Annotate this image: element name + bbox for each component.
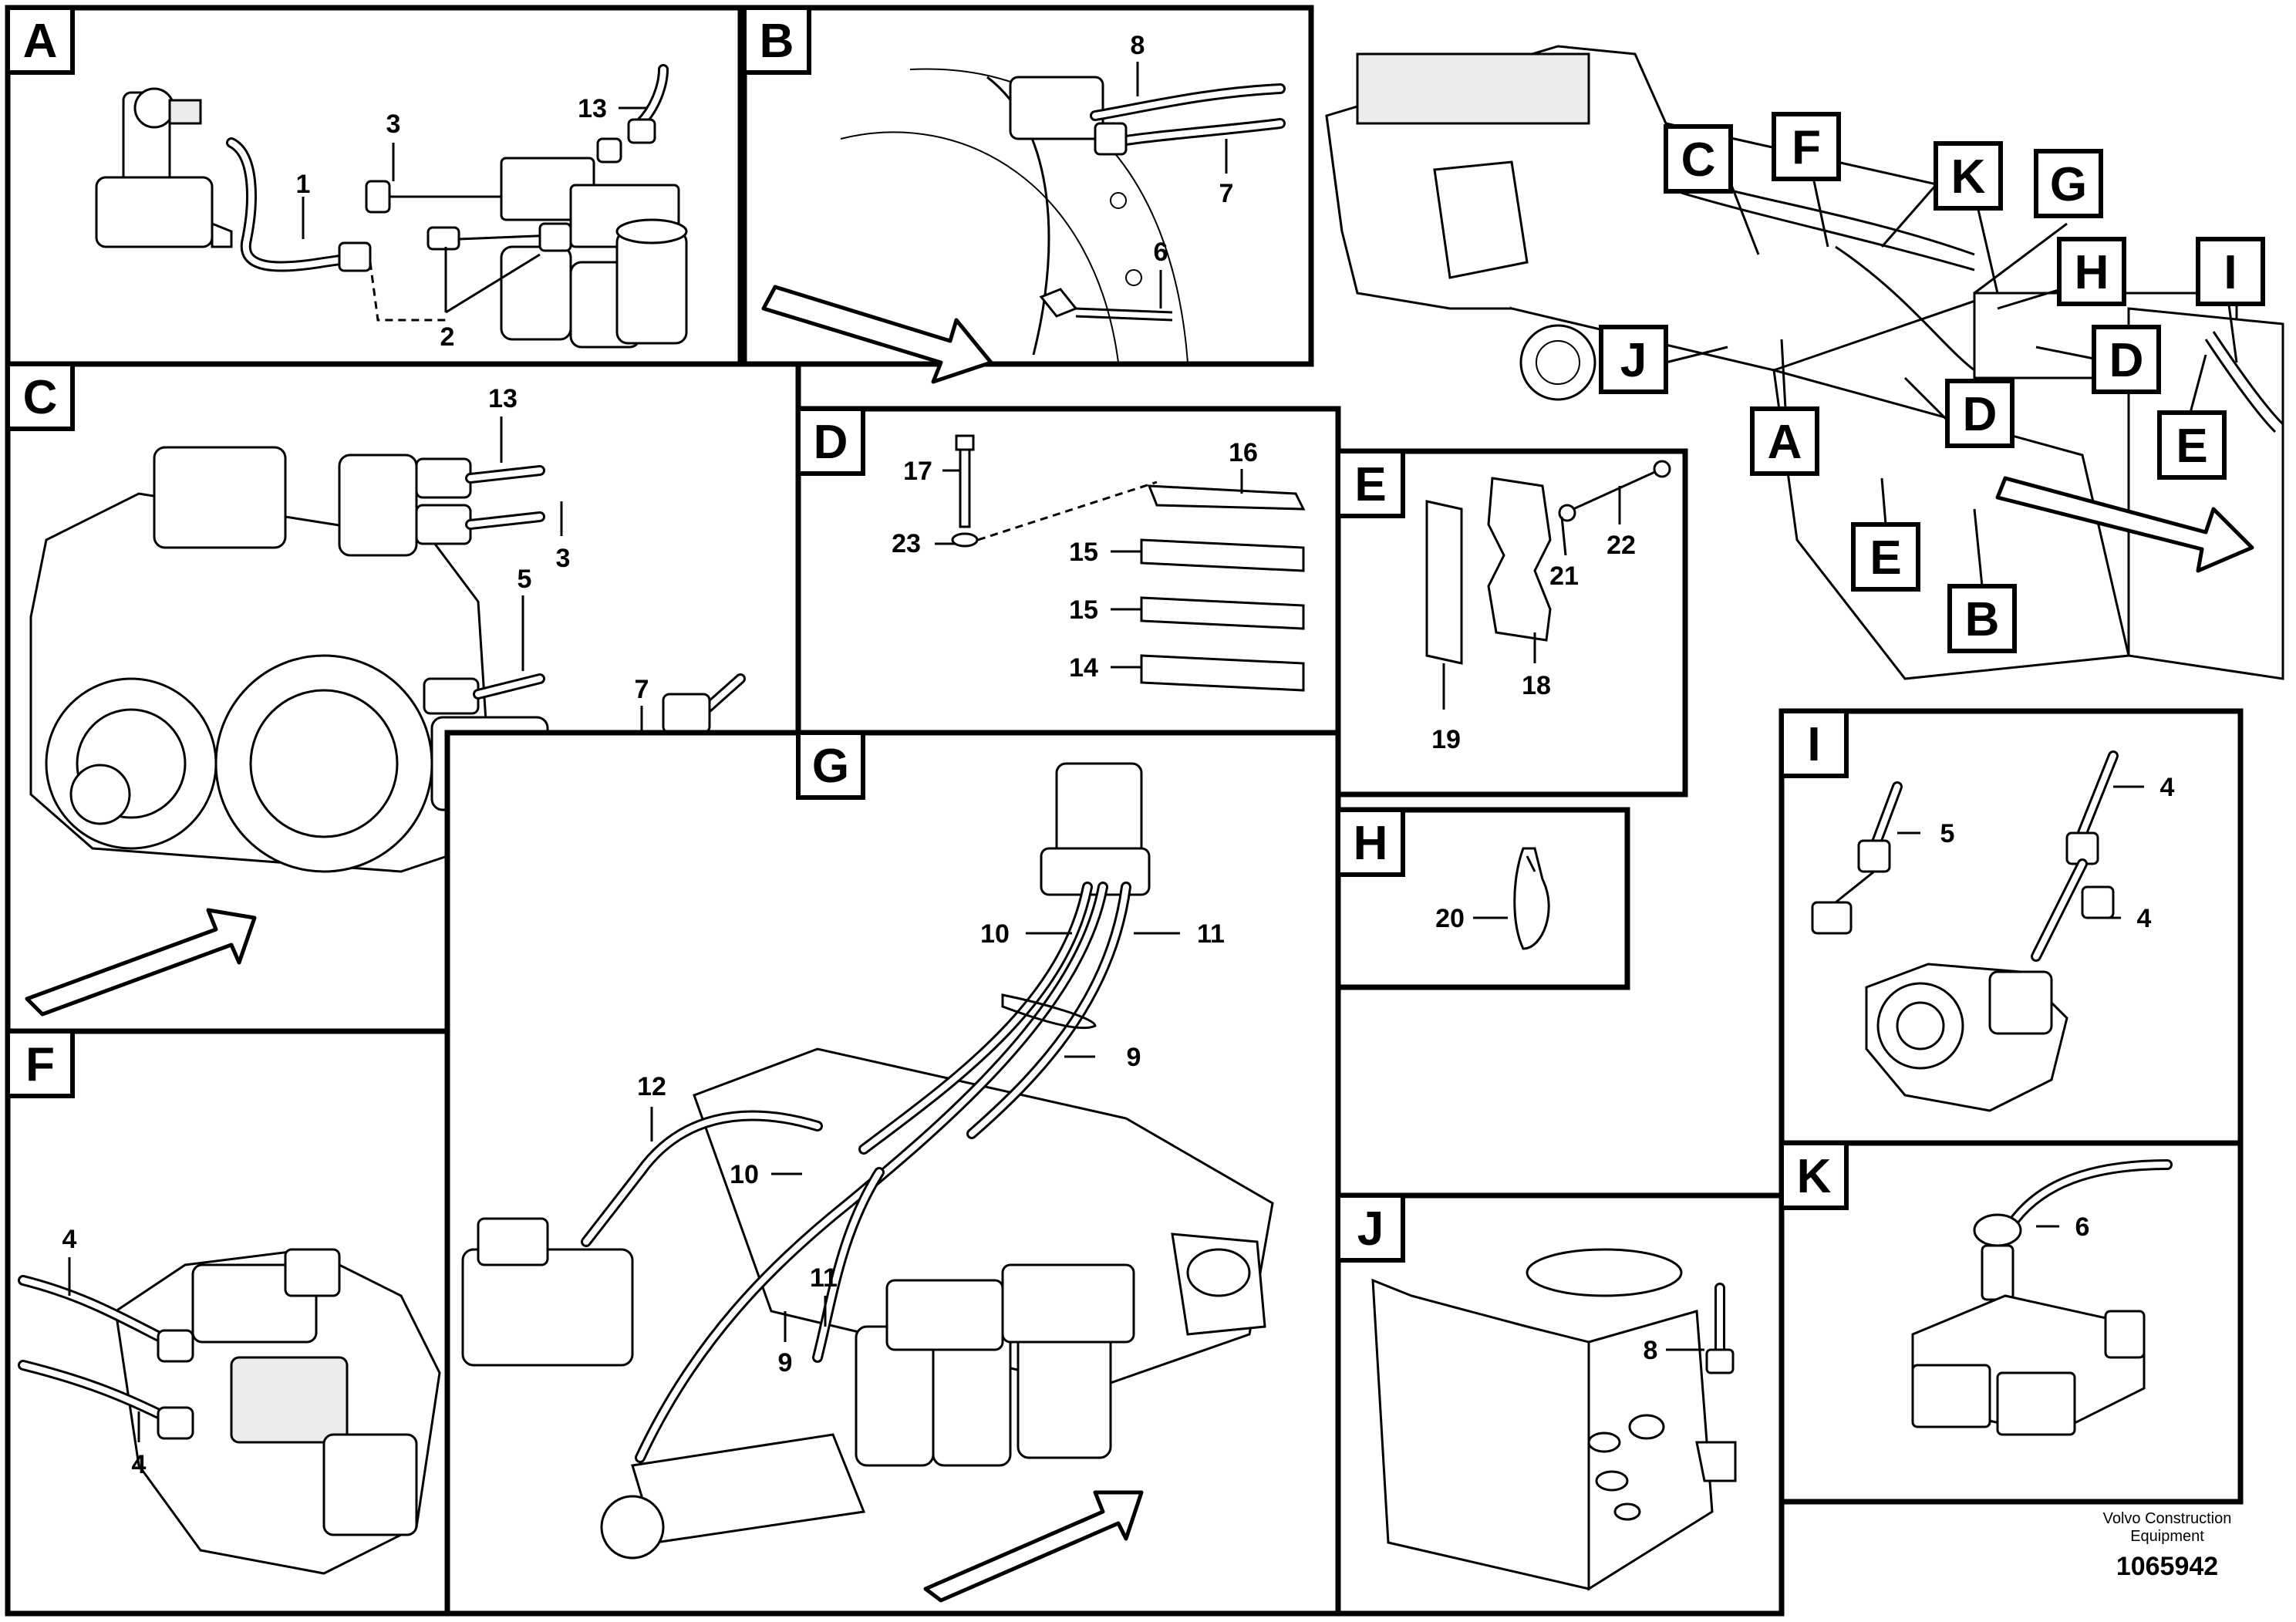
svg-text:E: E: [2176, 420, 2207, 473]
svg-text:4: 4: [132, 1450, 147, 1479]
svg-text:21: 21: [1549, 561, 1579, 591]
overview-callout-d1: D: [2092, 325, 2161, 394]
panel-f: F 4 4: [5, 1028, 450, 1617]
svg-text:9: 9: [778, 1348, 793, 1378]
svg-text:4: 4: [2137, 904, 2152, 933]
footer: Volvo Construction Equipment 1065942: [2103, 1510, 2232, 1581]
svg-text:2: 2: [440, 322, 455, 352]
svg-text:3: 3: [556, 544, 571, 573]
svg-text:6: 6: [2075, 1212, 2090, 1242]
svg-text:J: J: [1357, 1202, 1384, 1256]
svg-text:B: B: [760, 15, 794, 68]
panel-b: B 8 7 6: [741, 5, 1314, 384]
overview-callout-c: C: [1664, 124, 1733, 194]
svg-text:K: K: [1797, 1150, 1832, 1203]
svg-text:4: 4: [62, 1225, 77, 1254]
overview-callout-g: G: [2034, 149, 2103, 218]
svg-text:19: 19: [1431, 725, 1461, 754]
svg-text:D: D: [2109, 334, 2144, 387]
svg-text:H: H: [1354, 817, 1388, 870]
svg-text:H: H: [2075, 246, 2109, 299]
svg-text:K: K: [1951, 150, 1986, 204]
svg-text:G: G: [812, 740, 849, 793]
svg-text:C: C: [23, 371, 58, 424]
svg-text:16: 16: [1229, 438, 1258, 467]
panel-a: A 13 3 1 2: [5, 5, 743, 367]
overview-callout-d2: D: [1945, 379, 2014, 448]
svg-text:15: 15: [1069, 595, 1098, 625]
svg-text:10: 10: [730, 1160, 759, 1189]
svg-text:D: D: [814, 416, 848, 469]
svg-text:14: 14: [1069, 653, 1098, 683]
document-number: 1065942: [2116, 1552, 2218, 1581]
svg-text:8: 8: [1131, 31, 1145, 60]
overview-callout-h: H: [2057, 237, 2126, 306]
company-name-line1: Volvo Construction: [2103, 1510, 2232, 1527]
svg-text:8: 8: [1644, 1336, 1658, 1365]
company-name-line2: Equipment: [2130, 1528, 2204, 1545]
overview-callout-a: A: [1750, 406, 1819, 476]
svg-text:B: B: [1965, 593, 2000, 646]
svg-text:A: A: [23, 15, 58, 68]
svg-text:G: G: [2050, 158, 2087, 211]
svg-text:C: C: [1681, 133, 1716, 187]
panel-h: H 20: [1335, 807, 1630, 990]
svg-text:17: 17: [903, 457, 932, 486]
svg-text:E: E: [1354, 458, 1386, 511]
svg-text:I: I: [1807, 718, 1820, 771]
svg-text:5: 5: [1940, 819, 1955, 848]
svg-text:10: 10: [980, 919, 1010, 949]
overview-callout-i: I: [2196, 237, 2265, 306]
svg-text:3: 3: [386, 110, 401, 139]
svg-text:11: 11: [810, 1263, 838, 1293]
svg-text:18: 18: [1522, 671, 1551, 700]
svg-text:F: F: [1792, 121, 1821, 174]
panel-k: K 6: [1778, 1140, 2244, 1505]
svg-text:E: E: [1870, 531, 1901, 585]
svg-text:I: I: [2224, 246, 2237, 299]
overview-callout-b: B: [1947, 584, 2017, 653]
svg-text:7: 7: [1219, 179, 1234, 208]
svg-text:7: 7: [635, 675, 649, 704]
svg-text:4: 4: [2160, 773, 2175, 802]
svg-text:F: F: [25, 1038, 55, 1091]
panel-g: G 10: [444, 730, 1341, 1617]
svg-text:22: 22: [1607, 531, 1636, 560]
svg-text:23: 23: [892, 529, 921, 558]
overview-callout-f: F: [1772, 112, 1841, 181]
svg-text:A: A: [1768, 416, 1802, 469]
panel-j: J 8: [1335, 1192, 1785, 1617]
overview-callout-e1: E: [2157, 410, 2227, 480]
svg-text:6: 6: [1154, 238, 1168, 267]
svg-text:5: 5: [518, 565, 532, 594]
svg-text:11: 11: [1197, 919, 1225, 949]
svg-text:15: 15: [1069, 538, 1098, 567]
panel-i: I 4 5 4: [1778, 708, 2244, 1146]
svg-text:13: 13: [488, 384, 518, 413]
panel-e: E 21 22 18 19: [1335, 448, 1688, 798]
overview-callout-j: J: [1599, 325, 1668, 394]
overview-callout-e2: E: [1851, 522, 1920, 592]
svg-text:9: 9: [1127, 1043, 1141, 1072]
svg-text:J: J: [1620, 334, 1647, 387]
panel-d: D 17 16 23 15 15 14: [795, 406, 1341, 736]
svg-text:D: D: [1963, 388, 1998, 441]
svg-text:12: 12: [637, 1072, 666, 1101]
svg-text:20: 20: [1435, 904, 1465, 933]
svg-text:13: 13: [578, 94, 607, 123]
svg-text:1: 1: [296, 170, 311, 199]
overview-callout-k: K: [1934, 141, 2003, 211]
